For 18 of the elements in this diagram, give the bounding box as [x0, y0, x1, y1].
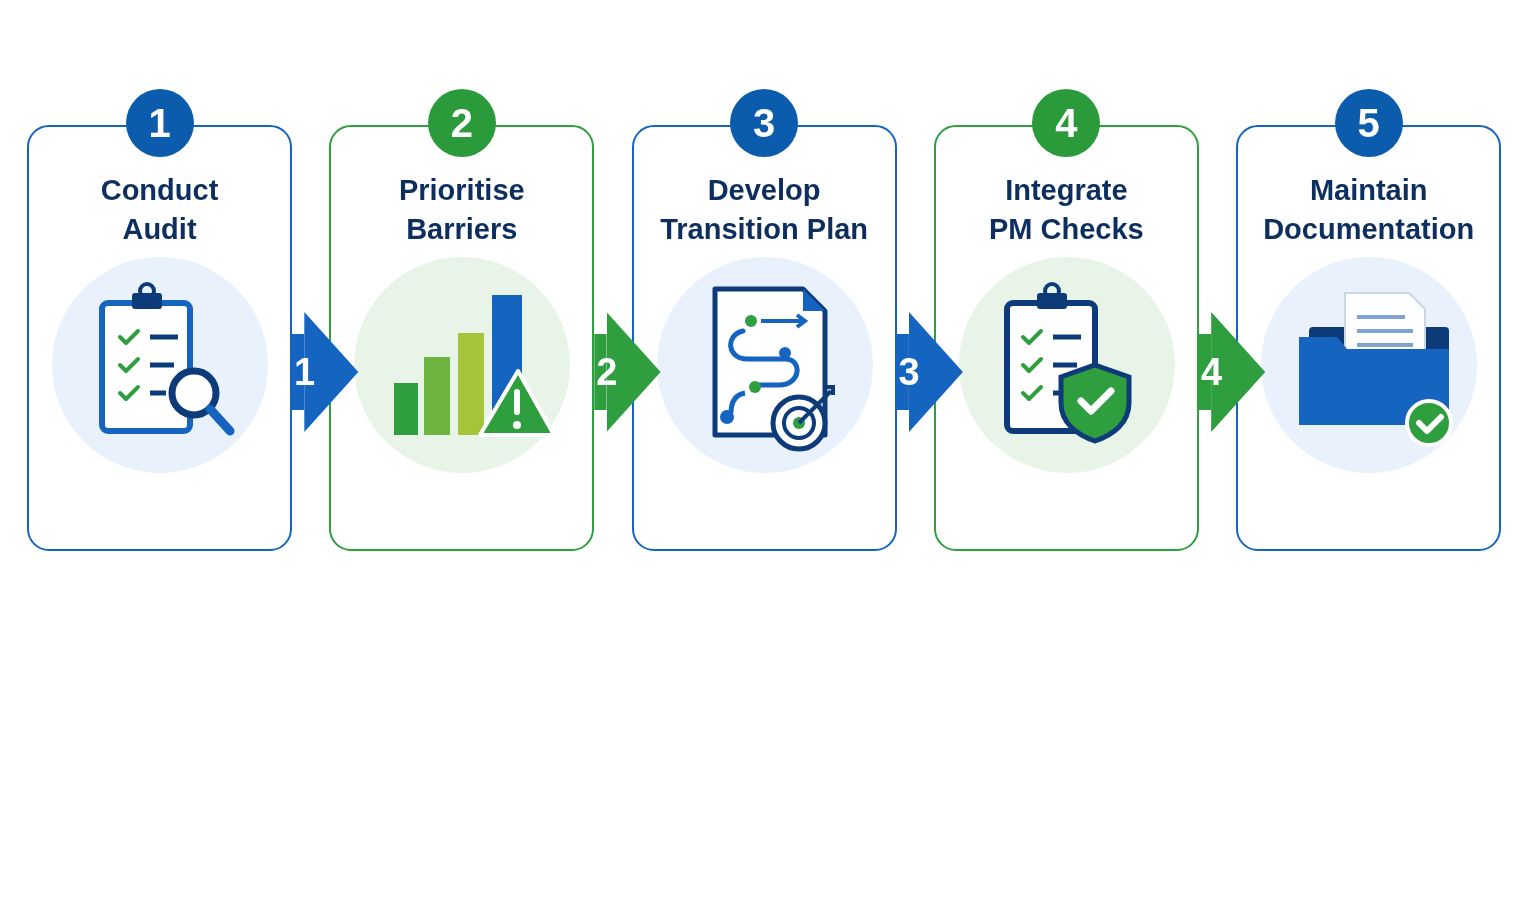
edge-label: 1: [294, 353, 316, 391]
step-title: Develop Transition Plan: [659, 173, 870, 247]
edge-label: 4: [1200, 353, 1223, 391]
step-number-badge: 3: [730, 89, 799, 157]
edge-label: 2: [596, 353, 618, 391]
step-number-badge: 1: [125, 89, 194, 157]
step-number-badge: 4: [1032, 89, 1101, 157]
arrow: [1198, 312, 1266, 432]
step-title: Integrate PM Checks: [988, 173, 1145, 247]
arrow: [594, 312, 661, 432]
step-title: Maintain Documentation: [1262, 173, 1476, 247]
edge-label: 3: [898, 353, 920, 391]
step-title: Prioritise Barriers: [397, 173, 526, 247]
step-number-badge: 2: [427, 89, 496, 157]
step-title: Conduct Audit: [99, 173, 220, 247]
step-number-badge: 5: [1334, 89, 1403, 157]
arrow: [292, 312, 359, 432]
arrow: [896, 312, 963, 432]
